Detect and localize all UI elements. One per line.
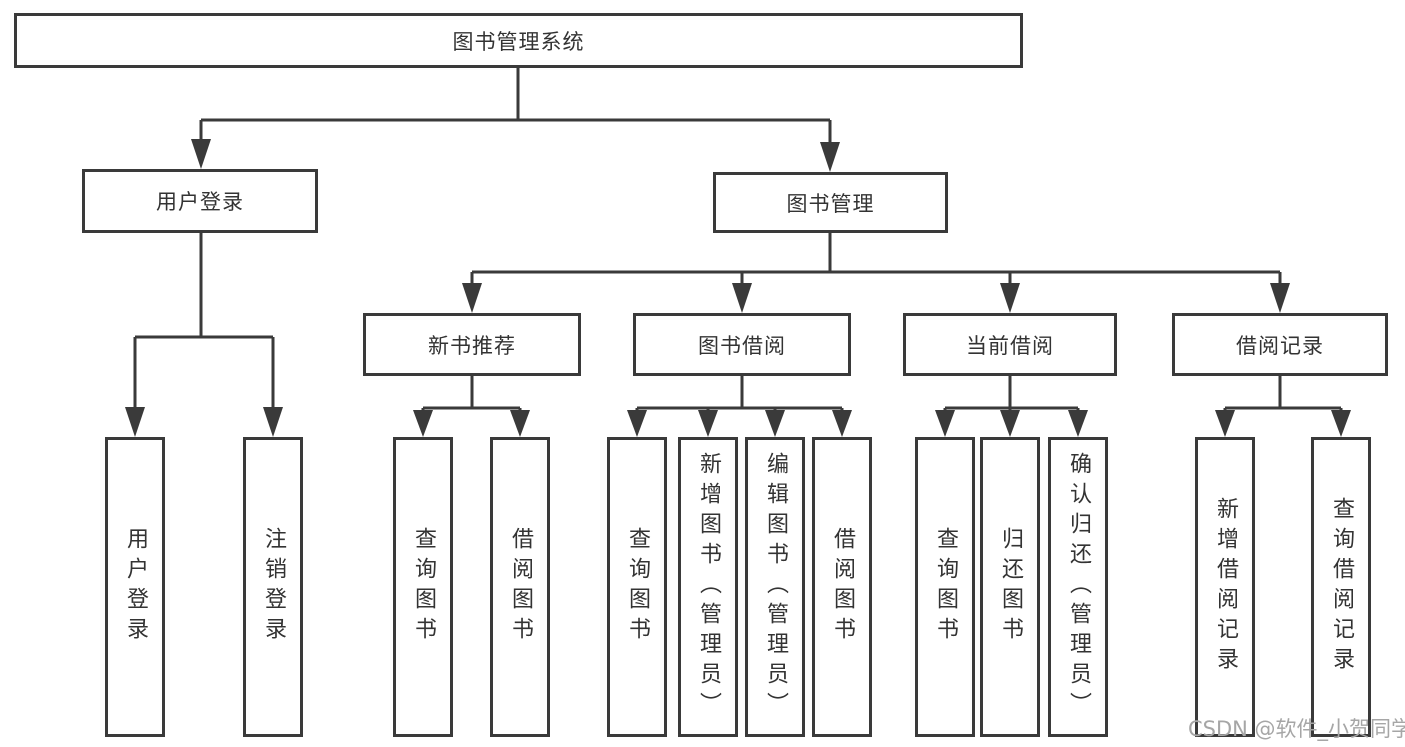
leaf-return-books: 归还图书	[980, 437, 1040, 737]
leaf-user-login: 用户登录	[105, 437, 165, 737]
leaf-query-borrow-record: 查询借阅记录	[1311, 437, 1371, 737]
leaf-label: 借阅图书	[508, 527, 533, 647]
leaf-label: 编辑图书（管理员）	[763, 452, 788, 722]
leaf-label: 归还图书	[998, 527, 1023, 647]
leaf-edit-book-admin: 编辑图书（管理员）	[745, 437, 805, 737]
node-label: 借阅记录	[1236, 333, 1324, 358]
leaf-label: 查询图书	[933, 527, 958, 647]
node-borrowing-records: 借阅记录	[1172, 313, 1388, 376]
leaf-label: 借阅图书	[830, 527, 855, 647]
leaf-add-book-admin: 新增图书（管理员）	[678, 437, 738, 737]
leaf-label: 查询借阅记录	[1329, 497, 1354, 677]
node-library-management-system: 图书管理系统	[14, 13, 1023, 68]
node-label: 用户登录	[156, 190, 244, 214]
leaf-logout: 注销登录	[243, 437, 303, 737]
leaf-query-books-recommend: 查询图书	[393, 437, 453, 737]
leaf-add-borrow-record: 新增借阅记录	[1195, 437, 1255, 737]
node-label: 新书推荐	[428, 333, 516, 358]
leaf-label: 用户登录	[123, 527, 148, 647]
node-user-login: 用户登录	[82, 169, 318, 233]
node-label: 图书管理系统	[452, 29, 585, 54]
node-current-borrowing: 当前借阅	[903, 313, 1117, 376]
leaf-label: 查询图书	[625, 527, 650, 647]
node-book-management: 图书管理	[713, 172, 948, 233]
node-new-book-recommendation: 新书推荐	[363, 313, 581, 376]
node-book-borrowing: 图书借阅	[633, 313, 851, 376]
node-label: 当前借阅	[966, 333, 1054, 358]
leaf-borrow-books-recommend: 借阅图书	[490, 437, 550, 737]
node-label: 图书借阅	[698, 333, 786, 358]
leaf-label: 新增借阅记录	[1213, 497, 1238, 677]
leaf-label: 查询图书	[411, 527, 436, 647]
leaf-confirm-return-admin: 确认归还（管理员）	[1048, 437, 1108, 737]
leaf-label: 注销登录	[261, 527, 286, 647]
leaf-query-books-borrowing: 查询图书	[607, 437, 667, 737]
leaf-label: 新增图书（管理员）	[696, 452, 721, 722]
leaf-borrow-books: 借阅图书	[812, 437, 872, 737]
leaf-query-books-current: 查询图书	[915, 437, 975, 737]
node-label: 图书管理	[786, 191, 875, 216]
watermark: CSDN @软件_小贺同学	[1188, 717, 1405, 741]
leaf-label: 确认归还（管理员）	[1066, 452, 1091, 722]
